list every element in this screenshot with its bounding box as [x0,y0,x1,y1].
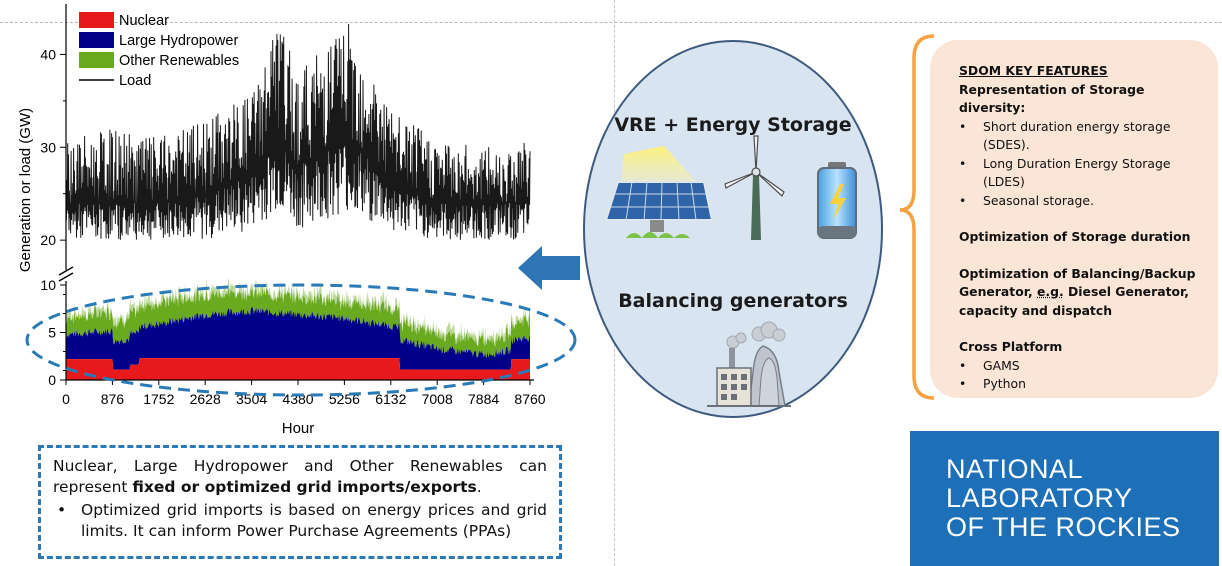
list-item: •GAMS [959,357,1020,373]
highlight-ellipse [25,283,577,397]
y-tick-label: 5 [48,325,56,341]
battery-icon [817,162,857,239]
series-load [65,23,531,240]
legend-swatch [79,52,114,68]
features-heading: SDOM KEY FEATURES [959,63,1108,78]
x-tick-label: 7008 [422,391,453,407]
x-tick-label: 876 [101,391,125,407]
series-nuclear [66,358,530,380]
platform-list: •GAMS •Python [959,357,1204,394]
legend-label: Other Renewables [119,53,239,69]
legend-label: Large Hydropower [119,33,238,49]
storage-duration-heading: Optimization of Storage duration [959,229,1191,244]
series-large-hydropower [66,306,530,370]
vre-storage-title: VRE + Energy Storage [614,114,852,136]
y-tick-label: 40 [40,46,56,62]
list-item: •Short duration energy storage (SDES). [959,118,1171,153]
storage-list: •Short duration energy storage (SDES). •… [959,118,1204,211]
list-item: •Seasonal storage. [959,192,1094,208]
note-paragraph: Nuclear, Large Hydropower and Other Rene… [53,457,547,496]
lab-logo: NATIONAL LABORATORY OF THE ROCKIES [910,431,1219,566]
storage-diversity-heading: Representation of Storage diversity: [959,81,1145,116]
x-axis-label: Hour [282,420,315,437]
lower-plot [66,276,530,380]
x-tick-label: 6132 [375,391,406,407]
sdom-features-panel: SDOM KEY FEATURES Representation of Stor… [930,40,1218,398]
x-tick-label: 1752 [143,391,174,407]
x-tick-label: 0 [62,391,70,407]
legend-swatch [79,12,114,28]
guide-line-horizontal [0,22,1222,23]
legend-swatch [79,32,114,48]
cross-platform-heading: Cross Platform [959,339,1063,354]
y-tick-label: 0 [48,372,56,388]
power-plant-icon [707,321,791,407]
y-tick-label: 20 [40,232,56,248]
balancing-heading: Optimization of Balancing/Backup Generat… [959,265,1196,318]
left-arrow-icon [518,246,580,290]
y-tick-label: 30 [40,139,56,155]
bullet-dot: • [57,501,67,519]
note-bullet: • Optimized grid imports is based on ene… [53,500,547,542]
x-tick-label: 8760 [514,391,545,407]
orange-brace-icon [899,34,935,400]
solar-panel-icon [604,146,714,238]
list-item: •Long Duration Energy Storage (LDES) [959,155,1171,190]
series-other-renewables [66,285,530,358]
upper-plot [65,23,531,240]
x-tick-label: 4380 [282,391,313,407]
wind-turbine-icon [724,135,785,240]
axis-break-mark [58,266,74,282]
legend-label: Load [119,73,151,89]
x-tick-label: 2628 [190,391,221,407]
list-item: •Python [959,376,1026,391]
grid-imports-note: Nuclear, Large Hydropower and Other Rene… [38,445,562,559]
y-axis-label: Generation or load (GW) [17,108,34,272]
x-tick-label: 7884 [468,391,499,407]
other-renewables-spikes [66,276,530,347]
balancing-generators-title: Balancing generators [618,290,848,312]
legend-label: Nuclear [119,13,169,29]
y-tick-label: 10 [40,277,56,293]
